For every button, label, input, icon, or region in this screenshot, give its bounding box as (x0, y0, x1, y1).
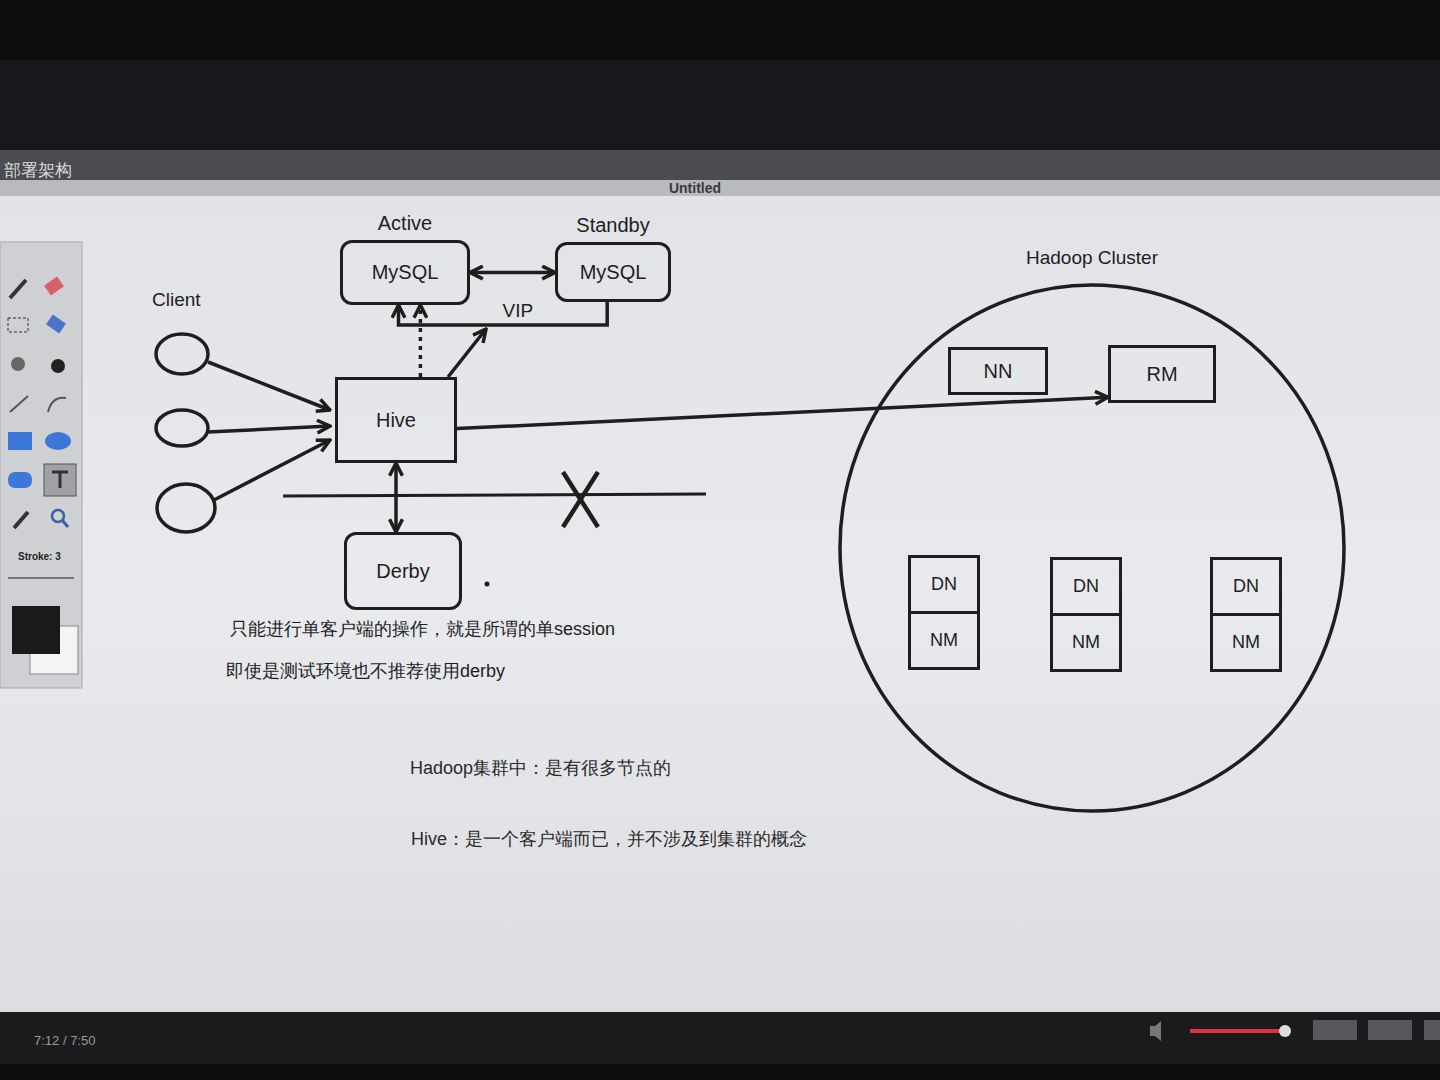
tool-palette (0, 242, 82, 688)
node-heading: Hadoop Cluster (1026, 247, 1158, 269)
note-text: 只能进行单客户端的操作，就是所谓的单session (230, 619, 615, 641)
control-button (1424, 1020, 1440, 1040)
ellipse-icon (45, 432, 71, 450)
connector (394, 463, 398, 532)
cross-mark (563, 472, 598, 527)
node-label: NM (911, 614, 977, 667)
rounded-rect-icon (8, 472, 32, 488)
video-control-bar (0, 1012, 1440, 1064)
window-title-bar (0, 180, 1440, 196)
cluster-circle: Hadoop ClusterNNRMDNNMDNNMDNNM (838, 283, 1346, 813)
section-title: 部署架构 (4, 161, 72, 181)
line-icon (10, 396, 28, 412)
worker-node-box: DNNM (908, 555, 980, 670)
worker-node-box: DNNM (1050, 557, 1122, 672)
connector (457, 397, 1108, 428)
text-tool-glyph (52, 472, 68, 488)
top-band (0, 60, 1440, 150)
drawing-canvas (0, 196, 1440, 1012)
resourcemanager-box: RM (1108, 345, 1216, 403)
note-text: Hive：是一个客户端而已，并不涉及到集群的概念 (411, 829, 807, 851)
volume-slider (1190, 1029, 1285, 1033)
node-label: NM (1213, 616, 1279, 669)
rect-icon (8, 432, 32, 450)
node-label: MySQL (580, 261, 647, 284)
cluster-outline (838, 283, 1346, 813)
node-label: DN (911, 558, 977, 614)
cross-mark (563, 472, 598, 527)
node-label: RM (1146, 363, 1177, 386)
mysql-box: ActiveMySQL (340, 240, 470, 305)
note-text: 即使是测试环境也不推荐使用derby (226, 661, 505, 683)
node-heading: Standby (576, 214, 649, 237)
bomb-icon (51, 359, 65, 373)
mysql-box: StandbyMySQL (555, 242, 671, 302)
client-circle (156, 410, 208, 446)
title-strip (0, 150, 1440, 182)
curve-icon (48, 398, 66, 412)
namenode-box: NN (948, 347, 1048, 395)
node-label: DN (1053, 560, 1119, 616)
video-time: 7:12 / 7:50 (34, 1033, 95, 1049)
node-label: DN (1213, 560, 1279, 616)
foreground-color-swatch (12, 606, 60, 654)
node-label: Derby (376, 560, 429, 583)
client-arrow (214, 440, 330, 500)
connector (419, 305, 423, 377)
hive-to-vip-arrow (448, 329, 486, 377)
stray-dot (485, 582, 490, 587)
stroke-slider (8, 577, 74, 579)
cluster-outline-shape (840, 285, 1344, 811)
eyedropper-icon (14, 512, 28, 528)
node-heading: Active (378, 212, 432, 235)
divider-line (283, 494, 706, 496)
window-title: Untitled (669, 180, 721, 197)
stroke-size-label: Stroke: 3 (18, 551, 61, 563)
worker-node-box: DNNM (1210, 557, 1282, 672)
hive-box: Hive (335, 377, 457, 463)
client-arrow (208, 362, 330, 410)
client-label: Client (152, 289, 201, 312)
control-button (1368, 1020, 1412, 1040)
edge-label: VIP (500, 300, 537, 322)
note-text: Hadoop集群中：是有很多节点的 (410, 758, 671, 780)
volume-icon (1150, 1021, 1161, 1041)
client-circle (156, 334, 208, 374)
select-icon (8, 318, 28, 332)
node-label: NM (1053, 616, 1119, 669)
zoom-icon-handle (62, 520, 68, 527)
control-button (1313, 1020, 1357, 1040)
node-label: MySQL (372, 261, 439, 284)
pencil-icon (10, 280, 26, 298)
fill-icon (46, 314, 66, 333)
volume-knob (1279, 1025, 1291, 1037)
stamp-icon (11, 357, 25, 371)
connector (470, 271, 555, 275)
client-circle (157, 484, 215, 532)
eraser-icon (44, 276, 64, 295)
node-label: Hive (376, 409, 416, 432)
node-label: NN (984, 360, 1013, 383)
text-tool-icon (44, 464, 76, 496)
client-arrow (208, 426, 330, 432)
derby-box: Derby (344, 532, 462, 610)
